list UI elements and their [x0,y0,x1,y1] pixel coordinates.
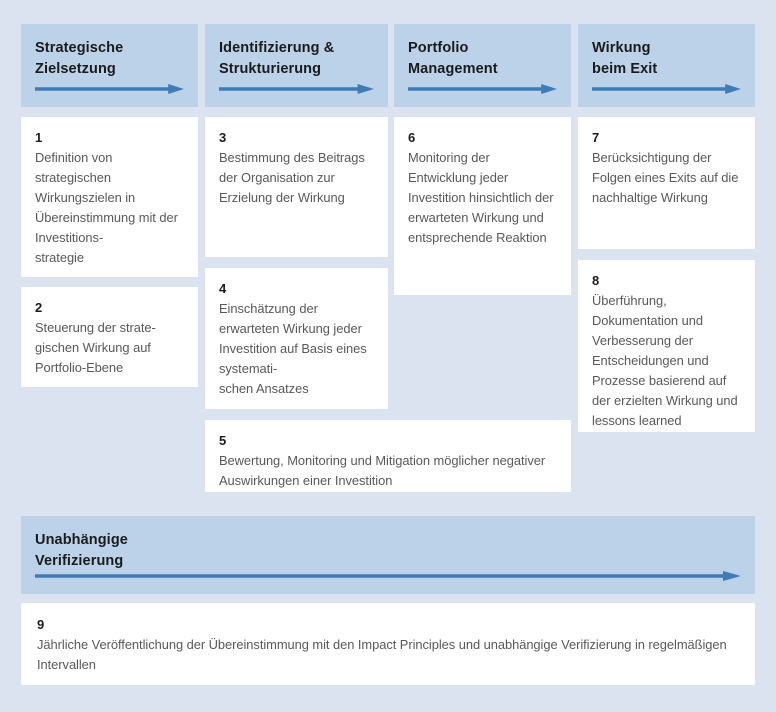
principle-text: Bewertung, Monitoring und Mitigation mög… [219,452,546,488]
principle-text: Berücksichtigung der Folgen eines Exits … [592,149,739,205]
principle-number: 1 [35,130,43,145]
principle-text: Definition von strategischen Wirkungszie… [35,149,178,265]
principle-card-5: 5 Bewertung, Monitoring und Mitigation m… [205,420,571,492]
phase-title: Wirkung beim Exit [592,40,658,78]
principle-card-7: 7 Berücksichtigung der Folgen eines Exit… [578,117,755,249]
phase-title: Identifizierung & Strukturierung [219,40,335,78]
principle-card-9: 9 Jährliche Veröffentlichung der Überein… [21,603,755,685]
principle-number: 3 [219,130,227,145]
arrow-right-icon [35,84,184,94]
principle-card-2: 2 Steuerung der strate- gischen Wirkung … [21,287,198,387]
principle-text: Bestimmung des Beitrags der Organisation… [219,149,365,205]
principle-number: 2 [35,300,43,315]
arrow-right-icon [408,84,557,94]
arrow-right-icon [219,84,374,94]
principle-text: Einschätzung der erwarteten Wirkung jede… [219,300,367,396]
principle-text: Jährliche Veröffentlichung der Übereinst… [37,636,727,672]
principle-number: 6 [408,130,416,145]
phase-header-unabhaengige-verifizierung: Unabhängige Verifizierung [21,516,755,594]
principle-text: Steuerung der strate- gischen Wirkung au… [35,319,156,375]
principle-number: 7 [592,130,600,145]
phase-title: Strategische Zielsetzung [35,40,124,78]
arrow-right-icon [592,84,741,94]
principle-card-8: 8 Überführung, Dokumentation und Verbess… [578,260,755,432]
principle-text: Überführung, Dokumentation und Verbesser… [592,292,738,428]
principle-number: 5 [219,433,227,448]
principle-number: 9 [37,617,45,632]
principle-card-4: 4 Einschätzung der erwarteten Wirkung je… [205,268,388,409]
phase-header-strategische-zielsetzung: Strategische Zielsetzung [21,24,198,107]
principle-card-6: 6 Monitoring der Entwicklung jeder Inves… [394,117,571,295]
phase-title: Portfolio Management [408,40,498,78]
principle-number: 8 [592,273,600,288]
principle-card-1: 1 Definition von strategischen Wirkungsz… [21,117,198,277]
phase-title: Unabhängige Verifizierung [35,532,128,570]
principle-card-3: 3 Bestimmung des Beitrags der Organisati… [205,117,388,257]
phase-header-identifizierung-strukturierung: Identifizierung & Strukturierung [205,24,388,107]
phase-header-portfolio-management: Portfolio Management [394,24,571,107]
arrow-right-icon [35,571,741,581]
principle-number: 4 [219,281,227,296]
phase-header-wirkung-beim-exit: Wirkung beim Exit [578,24,755,107]
principle-text: Monitoring der Entwicklung jeder Investi… [408,149,554,245]
